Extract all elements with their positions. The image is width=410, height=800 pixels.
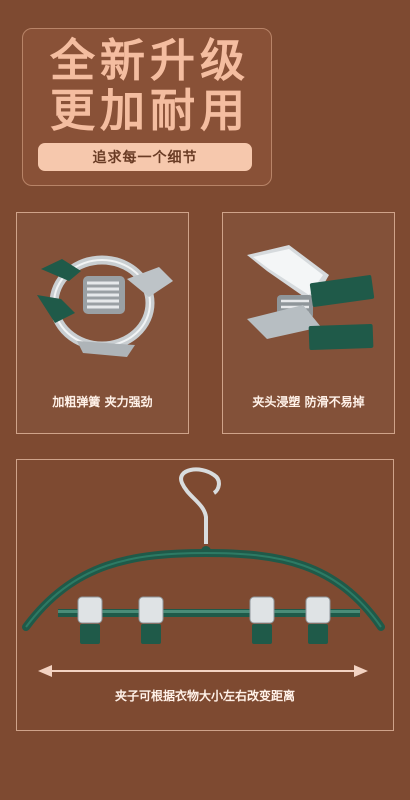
hanger-card — [16, 459, 394, 731]
grip-feature-card: 夹头浸塑 防滑不易掉 — [222, 212, 395, 434]
hero-title: 全新升级 更加耐用 — [44, 36, 256, 136]
hanger-clip-1 — [77, 596, 103, 644]
spring-feature-caption: 加粗弹簧 夹力强劲 — [52, 395, 153, 409]
hanger-clip-2 — [138, 596, 164, 644]
hero-title-line2: 更加耐用 — [49, 84, 250, 137]
hanger-illustration — [22, 467, 385, 677]
spring-clip-image — [37, 255, 173, 357]
grip-feature-caption: 夹头浸塑 防滑不易掉 — [252, 395, 365, 409]
hanger-caption: 夹子可根据衣物大小左右改变距离 — [114, 689, 295, 703]
hanger-clip-4 — [305, 596, 331, 644]
spring-feature-card: 加粗弹簧 夹力强劲 — [16, 212, 189, 434]
hero-subtitle-badge: 追求每一个细节 — [38, 143, 252, 171]
grip-clip-image — [247, 245, 375, 351]
double-arrow-icon — [38, 665, 368, 677]
hero-title-line1: 全新升级 — [49, 34, 250, 87]
hanger-clip-3 — [249, 596, 275, 644]
